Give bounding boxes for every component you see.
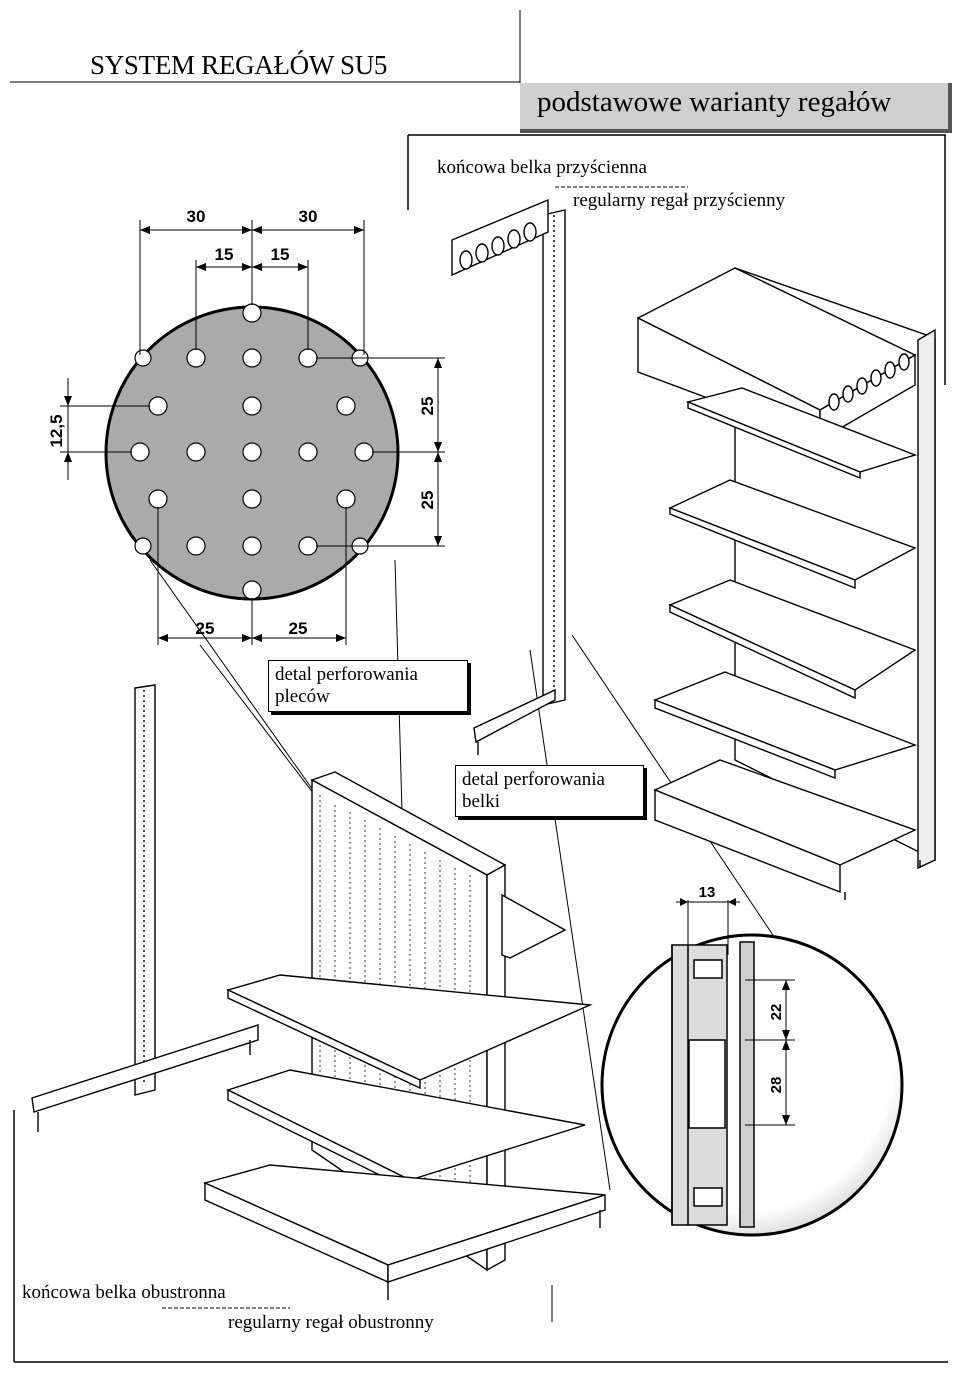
dim-top-outer-left: 30 [187, 207, 206, 226]
dim-beam-lower: 28 [768, 1077, 785, 1094]
back-perforation-detail: 30 30 15 15 12,5 25 25 25 25 [47, 207, 445, 645]
dim-top-inner-right: 15 [271, 245, 290, 264]
page-title: SYSTEM REGAŁÓW SU5 [90, 50, 388, 80]
wall-rack-drawing [451, 198, 936, 900]
island-rack-drawing [31, 684, 606, 1300]
top-right-frame [408, 134, 946, 385]
dim-top-outer-right: 30 [299, 207, 318, 226]
back-detail-callout: detal perforowania pleców [268, 660, 468, 712]
dim-bottom-left: 25 [196, 619, 215, 638]
dim-bottom-right: 25 [289, 619, 308, 638]
subtitle-banner [520, 83, 952, 133]
dim-beam-top: 13 [699, 884, 716, 901]
dim-top-inner-left: 15 [215, 245, 234, 264]
beam-perforation-detail: 13 22 28 [600, 884, 904, 1237]
beam-detail-callout: detal perforowania belki [455, 765, 644, 817]
wall-end-beam-label: końcowa belka przyścienna [437, 157, 647, 178]
island-end-beam-label: końcowa belka obustronna [22, 1282, 226, 1303]
perforation-holes [130, 303, 374, 600]
dim-right-lower: 25 [418, 491, 437, 510]
wall-regular-rack-label: regularny regał przyścienny [573, 190, 786, 211]
dim-left: 12,5 [47, 414, 66, 447]
dim-right-upper: 25 [418, 397, 437, 416]
island-regular-rack-label: regularny regał obustronny [228, 1312, 434, 1333]
dim-beam-upper: 22 [768, 1004, 785, 1021]
page-subtitle: podstawowe warianty regałów [537, 86, 892, 118]
